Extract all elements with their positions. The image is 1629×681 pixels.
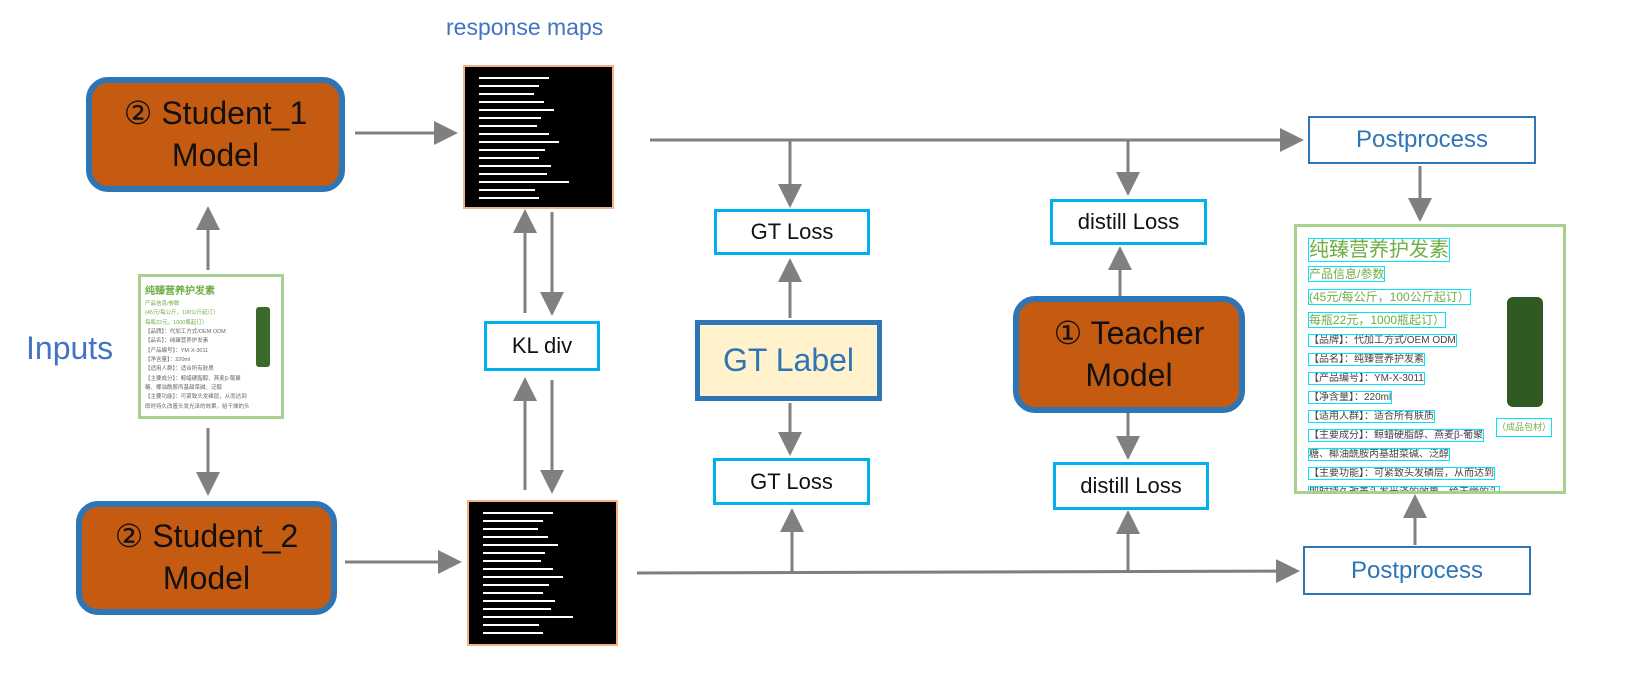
teacher-title: ① Teacher xyxy=(1053,314,1205,351)
output-text-line: 【产品编号】：YM-X-3011 xyxy=(1308,372,1425,386)
response-stroke xyxy=(483,632,543,634)
input-image: 纯臻营养护发素 产品信息/参数 (45元/每公斤，100公斤起订） 每瓶22元，… xyxy=(138,274,284,419)
output-bottle-caption: （成品包材） xyxy=(1495,417,1553,438)
input-text-line: 【主要功能】：可紧致头发磷层，从而达到 xyxy=(145,394,247,401)
gt-loss-top: GT Loss xyxy=(714,209,870,255)
response-maps-label: response maps xyxy=(446,14,604,40)
response-stroke xyxy=(479,189,535,191)
response-stroke xyxy=(479,133,549,135)
response-stroke xyxy=(479,149,545,151)
output-price-2: 每瓶22元，1000瓶起订） xyxy=(1307,311,1447,328)
response-stroke xyxy=(483,592,543,594)
inputs-label: Inputs xyxy=(26,330,114,366)
response-stroke xyxy=(479,117,541,119)
distill-loss-top: distill Loss xyxy=(1050,199,1207,245)
input-subtitle: 产品信息/参数 xyxy=(145,301,180,307)
input-title: 纯臻营养护发素 xyxy=(145,286,215,297)
response-stroke xyxy=(479,85,539,87)
response-stroke xyxy=(479,101,544,103)
output-bottle-image xyxy=(1507,297,1543,407)
input-text-line: 【品名】：纯臻营养护发素 xyxy=(145,338,209,345)
input-text-line: 【适用人群】：适合所有肤质 xyxy=(145,366,214,373)
response-stroke xyxy=(483,528,538,530)
response-stroke xyxy=(479,141,559,143)
input-text-line: 【主要成分】：鲸蜡硬脂醇、燕麦β-葡聚 xyxy=(145,375,241,382)
output-text-line: 【品名】：纯臻营养护发素 xyxy=(1308,353,1425,367)
response-stroke xyxy=(483,624,539,626)
input-text-line: 糖、椰油酰胺丙基甜菜碱、泛醇 xyxy=(145,385,223,392)
response-stroke xyxy=(483,568,553,570)
input-price-1: (45元/每公斤，100公斤起订） xyxy=(145,310,219,317)
postprocess-bottom: Postprocess xyxy=(1303,546,1531,595)
input-text-line: 【品牌】：代加工方式/OEM ODM xyxy=(145,329,226,336)
response-stroke xyxy=(479,173,547,175)
response-stroke xyxy=(483,616,573,618)
output-text-line: 即时持久改善头发光泽的效果，给干燥的头 xyxy=(1308,486,1500,491)
response-stroke xyxy=(483,560,541,562)
line-map2-to-postprocess xyxy=(636,559,1300,584)
output-text-line: 【净含量】：220ml xyxy=(1307,391,1393,405)
input-text-line: 即时持久改善头发光泽的效果，给干燥的头 xyxy=(145,403,250,410)
response-stroke xyxy=(483,552,545,554)
response-stroke xyxy=(479,157,539,159)
student2-subtitle: Model xyxy=(162,560,251,596)
student1-subtitle: Model xyxy=(171,136,260,173)
distill-loss-bottom: distill Loss xyxy=(1053,462,1209,510)
output-price-1: (45元/每公斤，100公斤起订） xyxy=(1308,288,1471,305)
input-text-line: 【净含量】：220ml xyxy=(145,357,191,364)
response-stroke xyxy=(479,181,569,183)
response-stroke xyxy=(483,584,549,586)
response-stroke xyxy=(483,544,558,546)
student1-title: ② Student_1 xyxy=(123,94,308,131)
response-stroke xyxy=(483,600,555,602)
response-stroke xyxy=(483,512,553,514)
output-text-line: 【适用人群】：适合所有肤质 xyxy=(1308,410,1435,424)
response-stroke xyxy=(483,520,543,522)
output-title: 纯臻营养护发素 xyxy=(1308,238,1450,262)
gt-label-box: GT Label xyxy=(695,320,882,401)
gt-loss-bottom: GT Loss xyxy=(713,458,870,505)
response-stroke xyxy=(479,197,539,199)
response-stroke xyxy=(479,109,554,111)
response-map-1 xyxy=(463,65,614,209)
output-subtitle: 产品信息/参数 xyxy=(1307,266,1386,282)
response-stroke xyxy=(483,608,551,610)
output-text-line: 【主要功能】：可紧致头发磷层，从而达到 xyxy=(1308,467,1495,481)
output-text-line: 【品牌】：代加工方式/OEM ODM xyxy=(1308,334,1457,348)
response-stroke xyxy=(479,165,551,167)
input-price-2: 每瓶22元，1000瓶起订） xyxy=(145,319,208,326)
teacher-subtitle: Model xyxy=(1085,356,1173,393)
input-text-line: 【产品编号】：YM-X-3011 xyxy=(145,347,209,354)
bottle-image xyxy=(256,307,270,367)
student2-title: ② Student_2 xyxy=(114,518,299,555)
response-map-2 xyxy=(467,500,618,646)
postprocess-top: Postprocess xyxy=(1308,116,1536,164)
kl-div-box: KL div xyxy=(484,321,600,371)
response-stroke xyxy=(479,93,534,95)
response-stroke xyxy=(483,536,548,538)
response-stroke xyxy=(479,125,537,127)
response-stroke xyxy=(479,77,549,79)
output-text-line: 【主要成分】：鲸蜡硬脂醇、燕麦β-葡聚 xyxy=(1307,429,1485,443)
response-stroke xyxy=(483,576,563,578)
output-text-line: 糖、椰油酰胺丙基甜菜碱、泛醇 xyxy=(1308,448,1450,462)
output-document: 纯臻营养护发素 产品信息/参数 (45元/每公斤，100公斤起订） 每瓶22元，… xyxy=(1294,224,1566,494)
